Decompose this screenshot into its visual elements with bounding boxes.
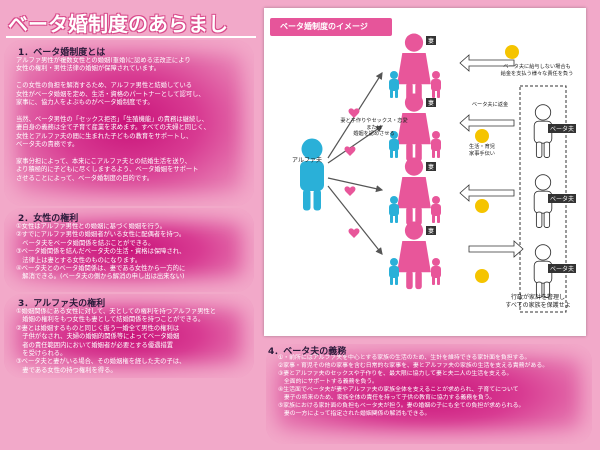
section-2-heading: 2．女性の権利 — [18, 214, 79, 224]
title-underline — [6, 36, 256, 38]
section-2-panel — [4, 208, 254, 292]
beta-badge-3: ベータ夫 — [548, 264, 577, 273]
section-4-body: ①・前所にはアルファ夫を中心とする家族の生活のため、生計を維持できる家計面を負担… — [278, 355, 549, 417]
beta-column-frame — [519, 85, 567, 313]
heart-icons — [344, 108, 360, 238]
section-3-panel — [4, 294, 254, 378]
section-4-panel — [266, 344, 592, 444]
beta-badge-1: ベータ夫 — [548, 124, 577, 133]
beta-badge-2: ベータ夫 — [548, 194, 577, 203]
wife-badge-4: 妻 — [426, 226, 437, 235]
alpha-husband-figure — [300, 138, 324, 211]
alpha-arrows — [327, 71, 384, 255]
callout-top-right: ベータ夫に給与しない場合も 給金を支払う様々な責任を負う — [500, 64, 574, 77]
wife-badge-2: 妻 — [426, 98, 437, 107]
wife-badge-1: 妻 — [426, 36, 437, 45]
diagram-panel: ベータ婚制度のイメージ — [264, 8, 586, 336]
section-1-panel — [4, 40, 254, 206]
callout-support: 生活・育児 家事手伝い — [469, 144, 495, 157]
diagram-graphic — [300, 33, 567, 313]
page-title: ベータ婚制度のあらまし — [8, 12, 228, 36]
section-3-body: ①婚姻関係にある女性に対して、夫としての権利を持つアルファ男性と 婚姻の権利をも… — [16, 308, 217, 374]
callout-sex-note: 妻と子作りやセックス・恋愛 または 婚姻を認めさせる — [340, 118, 408, 137]
wife-badge-3: 妻 — [426, 162, 437, 171]
callout-beta-notice: ベータ夫に返金 — [471, 102, 509, 108]
section-1-body: アルファ男性が複数女性との婚姻(重婚)に認める法改正により 女性の権利・男性法律… — [16, 57, 210, 182]
block-arrows — [459, 54, 524, 258]
section-3-heading: 3．アルファ夫の権利 — [18, 299, 106, 309]
diagram-title: ベータ婚制度のイメージ — [270, 18, 392, 36]
section-1-heading: 1．ベータ婚制度とは — [18, 48, 106, 58]
alpha-label: アルファ夫 — [292, 157, 322, 164]
callout-bottom-note: 行政が家計を管理し すべての家族を保護せよ — [505, 294, 571, 309]
section-2-body: ①女性はアルファ男性との婚姻に基づく婚姻を行う。 ②すでにアルファ男性の婚姻者が… — [16, 223, 186, 281]
section-4-heading: 4．ベータ夫の義務 — [268, 347, 347, 357]
